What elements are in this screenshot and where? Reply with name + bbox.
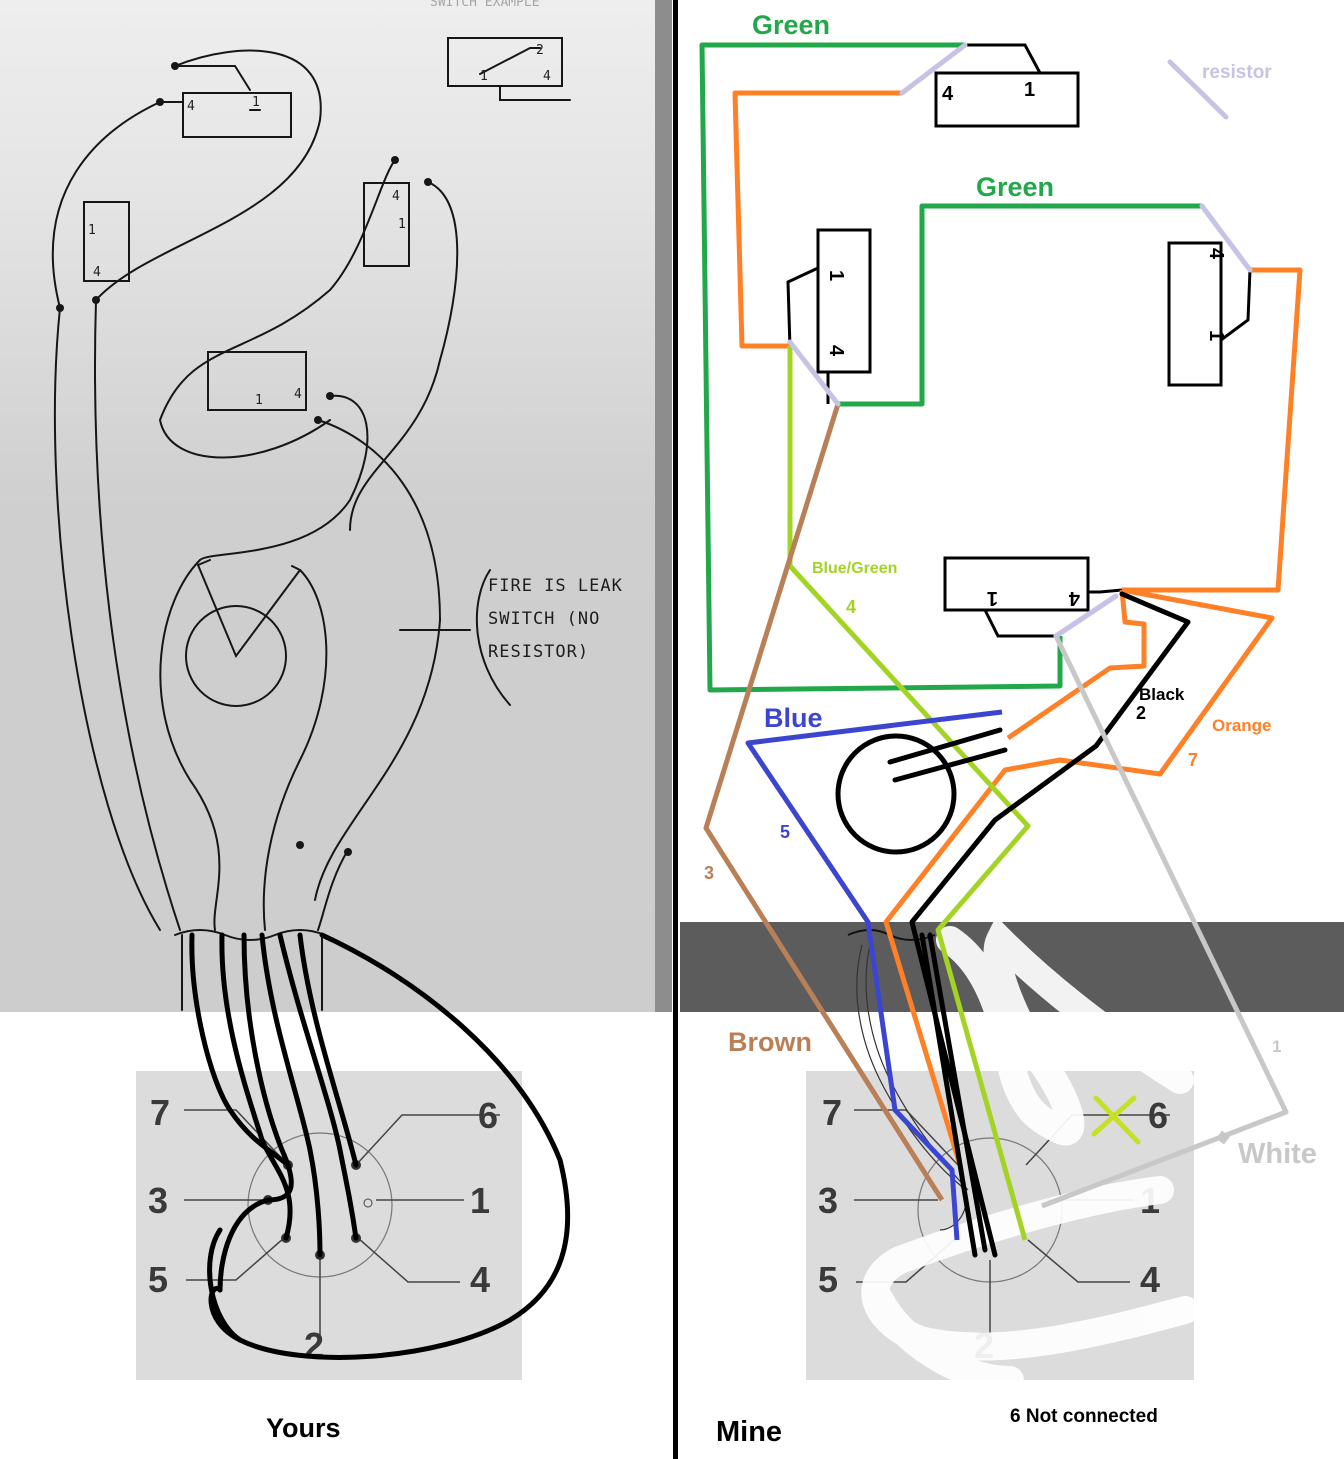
right-pin-7: 7 [822, 1092, 842, 1133]
label-blue-num: 5 [780, 822, 790, 842]
switch-right-label-1: 1 [1205, 330, 1227, 341]
switch-bottom-label-4: 4 [1068, 587, 1080, 609]
example-switch-label-4: 4 [543, 69, 551, 84]
sketch-switch-left [83, 201, 130, 282]
left-switch-label-1: 1 [88, 223, 96, 238]
switch-jumpers [786, 43, 1252, 638]
resistor-left [787, 339, 841, 407]
switch-terminal-labels: 4 1 1 4 4 1 1 4 [825, 79, 1227, 609]
switch-top-label-4: 4 [942, 83, 954, 105]
sketch-switch-top [182, 92, 292, 138]
label-black-num: 2 [1136, 703, 1146, 723]
right-pin-3: 3 [818, 1180, 838, 1221]
right-pin-5: 5 [818, 1259, 838, 1300]
left-pin-2: 2 [304, 1325, 324, 1366]
sketch-note: FIRE IS LEAK SWITCH (NO RESISTOR) [488, 576, 623, 662]
left-sketch-handwriting: SWITCH EXAMPLE 2 4 1 4 1 1 4 4 1 1 4 FIR… [88, 0, 623, 662]
not-connected-note: 6 Not connected [1010, 1406, 1158, 1427]
leak-switch [835, 733, 957, 855]
wire-green [699, 42, 1202, 693]
center-switch-label-1: 1 [255, 393, 263, 408]
wire-black [887, 591, 1191, 1258]
example-switch-box [447, 37, 563, 87]
example-switch-label-1: 1 [480, 69, 488, 84]
label-green-mid: Green [976, 172, 1054, 202]
left-pin-6: 6 [478, 1095, 498, 1136]
pin6-x-mark [1091, 1095, 1141, 1145]
switch-top-label-1: 1 [1024, 79, 1035, 101]
resistor-right [1199, 203, 1253, 273]
left-caption: Yours [266, 1413, 341, 1443]
left-pin-5: 5 [148, 1259, 168, 1300]
label-black: Black [1139, 685, 1185, 704]
left-pin-4: 4 [470, 1259, 490, 1300]
resistors [787, 42, 1253, 639]
sketch-switch-right [363, 182, 410, 267]
label-resistor: resistor [1202, 62, 1272, 83]
label-orange-num: 7 [1188, 750, 1198, 770]
left-pin-1: 1 [470, 1180, 490, 1221]
left-panel-photo [0, 0, 672, 1012]
wire-brown [703, 403, 945, 1202]
switch-bottom-label-1: 1 [987, 587, 998, 609]
resistor-legend-icon [1167, 59, 1229, 120]
label-orange: Orange [1212, 716, 1272, 735]
right-pin-6: 6 [1148, 1095, 1168, 1136]
switch-left [816, 228, 872, 374]
sketch-switch-center [207, 351, 307, 411]
center-switch-label-4: 4 [294, 387, 302, 402]
right-pin-4: 4 [1140, 1259, 1160, 1300]
sketch-title-text: SWITCH EXAMPLE [430, 0, 540, 10]
example-switch-label-2: 2 [536, 43, 544, 58]
switch-left-label-4: 4 [825, 345, 847, 357]
switch-right-label-4: 4 [1205, 248, 1227, 260]
label-white-num: 1 [1272, 1037, 1281, 1056]
left-sketch [51, 37, 571, 1011]
right-switches [816, 71, 1223, 612]
right-switch-label-4: 4 [392, 189, 400, 204]
label-blue: Blue [764, 703, 823, 733]
left-sketch-dots [56, 62, 432, 856]
switch-right [1167, 241, 1223, 387]
right-caption: Mine [716, 1416, 782, 1448]
label-green-top: Green [752, 10, 830, 40]
paper-background [0, 0, 672, 1012]
switch-left-label-1: 1 [825, 270, 847, 281]
label-brown: Brown [728, 1027, 812, 1057]
sketch-leak-switch [185, 605, 287, 707]
left-harness-wires [189, 932, 571, 1360]
right-switch-label-1: 1 [398, 217, 406, 232]
left-pinout-photo: 7 6 3 1 5 4 2 [136, 1071, 522, 1380]
switch-top [934, 71, 1080, 128]
left-pin-3: 3 [148, 1180, 168, 1221]
label-bluegreen: Blue/Green [812, 560, 897, 577]
left-pin-7: 7 [150, 1092, 170, 1133]
wire-labels: Green Green resistor Blue/Green 4 Blue 5… [704, 10, 1317, 1170]
wire-blue [745, 709, 1003, 1241]
resistor-top [899, 42, 968, 96]
top-switch-label-4: 4 [187, 99, 195, 114]
label-brown-num: 3 [704, 863, 714, 883]
white-smudge-marks [861, 916, 1199, 1394]
panel-divider [673, 0, 678, 1459]
resistor-bottom [1053, 593, 1119, 639]
left-switch-label-4: 4 [93, 265, 101, 280]
wire-orange [732, 90, 1303, 1166]
top-switch-label-1: 1 [252, 95, 260, 110]
wire-bluegreen [787, 346, 1031, 1241]
label-bluegreen-num: 4 [846, 597, 856, 617]
switch-bottom [943, 556, 1090, 612]
desk-edge [655, 0, 672, 1012]
label-white: White [1238, 1138, 1317, 1170]
